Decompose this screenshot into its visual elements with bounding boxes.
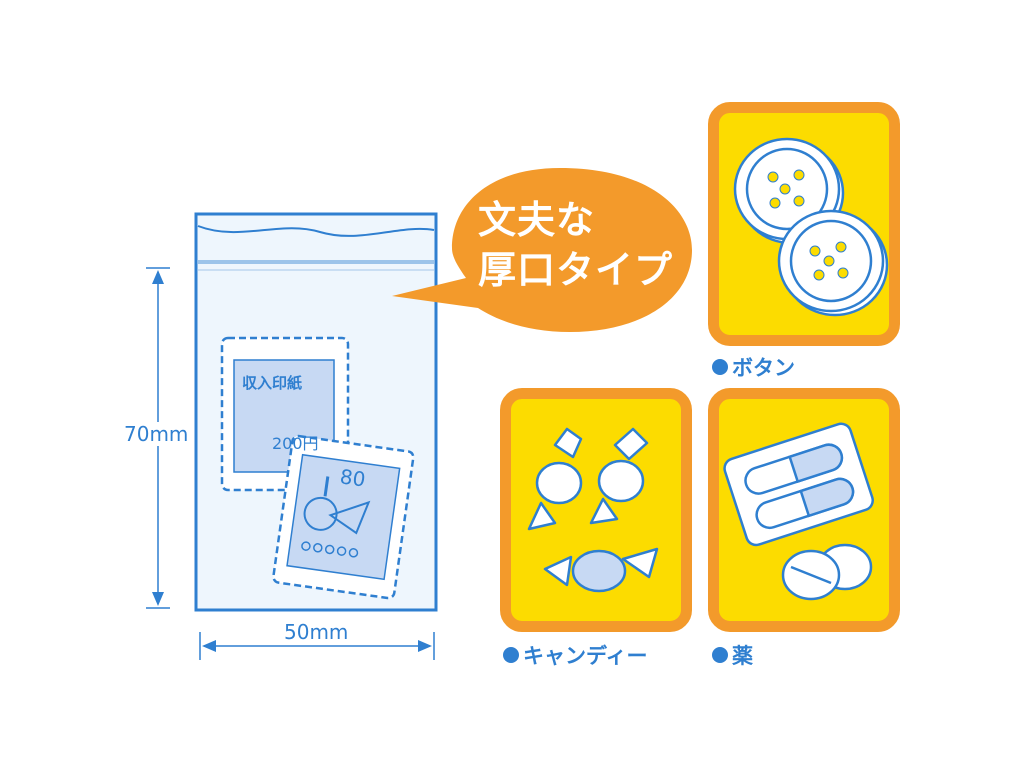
width-label: 50mm: [282, 620, 351, 644]
caption-buttons-label: ボタン: [732, 356, 795, 380]
speech-bubble: [392, 168, 692, 332]
stamp-value: 200円: [272, 434, 319, 453]
medicine-icon: [723, 422, 874, 601]
bubble-line2: 厚口タイプ: [478, 248, 674, 292]
caption-medicine: 薬: [712, 640, 753, 670]
bullet-dot: [503, 647, 519, 663]
candy-tile: [500, 388, 692, 632]
stamp-title: 収入印紙: [242, 374, 303, 392]
width-dimension-arrow: [199, 632, 435, 660]
height-label: 70mm: [122, 422, 191, 446]
buttons-icon: [733, 137, 889, 317]
caption-candy-label: キャンディー: [523, 644, 648, 668]
bubble-line1: 文夫な: [478, 198, 596, 242]
buttons-tile: [708, 102, 900, 346]
caption-medicine-label: 薬: [732, 644, 753, 668]
postage-value: 80: [338, 464, 367, 492]
caption-candy: キャンディー: [503, 640, 648, 670]
bullet-dot: [712, 359, 728, 375]
medicine-tile: [708, 388, 900, 632]
candy-icon: [527, 427, 659, 593]
bullet-dot: [712, 647, 728, 663]
postage-stamp: [272, 434, 415, 600]
caption-buttons: ボタン: [712, 352, 795, 382]
bag-diagram: [146, 212, 438, 660]
